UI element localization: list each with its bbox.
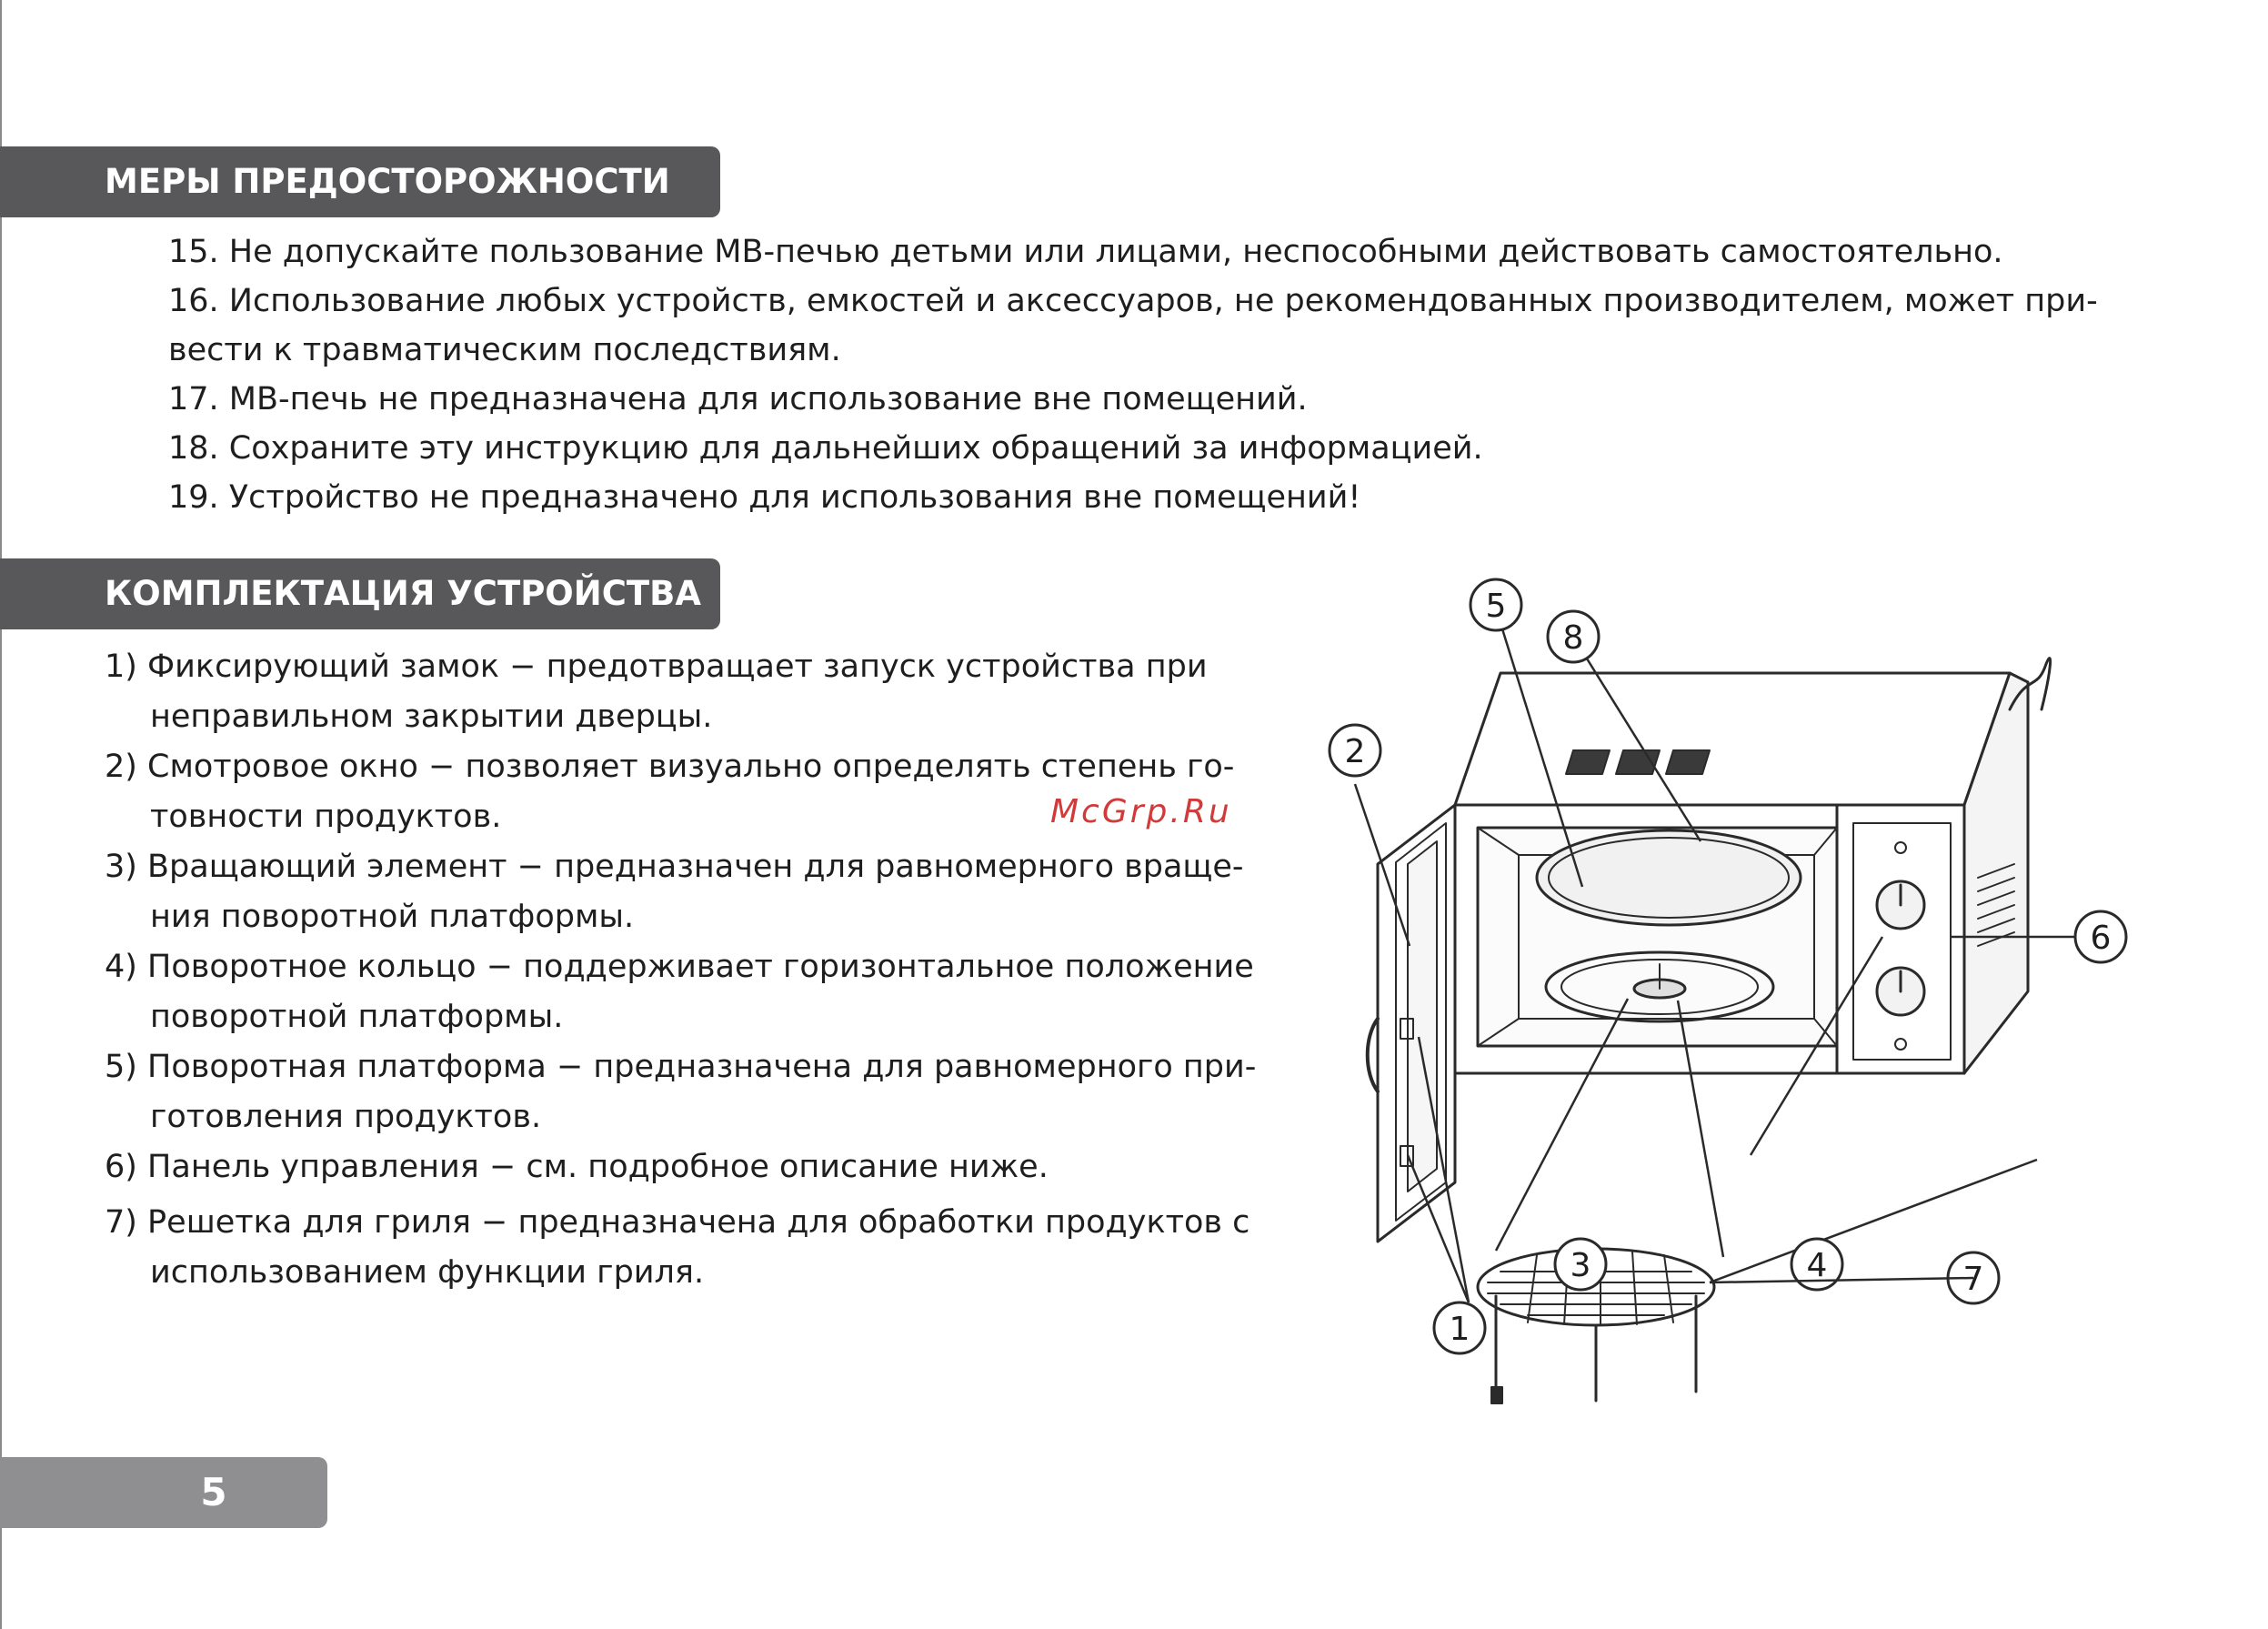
kit-list: 1) Фиксирующий замок − предотвращает зап… xyxy=(105,642,1314,1298)
kit-entry-text: 3) Вращающий элемент − предназначен для … xyxy=(105,849,1244,885)
kit-entry-6: 6) Панель управления − см. подробное опи… xyxy=(105,1142,1314,1192)
kit-entry-text: 5) Поворотная платформа − предназначена … xyxy=(105,1049,1257,1085)
kit-entry-text-cont: готовления продуктов. xyxy=(150,1099,542,1135)
kit-entry-text-cont: поворотной платформы. xyxy=(150,999,564,1035)
kit-entry-7: 7) Решетка для гриля − предназначена для… xyxy=(105,1198,1314,1298)
viewing-window xyxy=(1407,840,1438,1192)
callout-1-circle xyxy=(1432,1301,1487,1355)
callout-3-circle xyxy=(1553,1237,1608,1292)
cabinet-top xyxy=(1453,671,2012,807)
kit-entry-2: 2) Смотровое окно − позволяет визуально … xyxy=(105,742,1314,842)
page-edge-rule xyxy=(0,0,2,1629)
page-number-tab: 5 xyxy=(0,1457,327,1528)
vent-slots xyxy=(1565,749,1711,775)
kit-entry-text-cont: использованием функции гриля. xyxy=(150,1254,705,1291)
callout-4-circle xyxy=(1790,1237,1844,1292)
turntable-platform xyxy=(1535,829,1802,927)
callout-8-label: 8 xyxy=(1563,619,1584,657)
section-title: МЕРЫ ПРЕДОСТОРОЖНОСТИ xyxy=(105,162,670,201)
watermark: McGrp.Ru xyxy=(1050,793,1232,830)
callout-5-circle xyxy=(1469,578,1523,632)
kit-entry-text: 4) Поворотное кольцо − поддерживает гори… xyxy=(105,949,1254,985)
callout-2-label: 2 xyxy=(1345,733,1366,770)
kit-entry-text: 1) Фиксирующий замок − предотвращает зап… xyxy=(105,649,1208,685)
section-header-precautions: МЕРЫ ПРЕДОСТОРОЖНОСТИ xyxy=(0,146,720,217)
callout-8-circle xyxy=(1546,609,1601,664)
door-latch-top xyxy=(1400,1018,1414,1040)
microwave-diagram: 5 8 2 6 3 4 1 7 xyxy=(1328,578,2128,1404)
kit-entry-5: 5) Поворотная платформа − предназначена … xyxy=(105,1042,1314,1142)
kit-entry-text-cont: товности продуктов. xyxy=(150,799,502,835)
control-panel xyxy=(1835,803,1966,1075)
precaution-item: 15. Не допускайте пользование МВ-печью д… xyxy=(168,234,2003,270)
kit-entry-4: 4) Поворотное кольцо − поддерживает гори… xyxy=(105,942,1314,1042)
door-latch-bottom xyxy=(1400,1145,1414,1167)
precaution-item: 16. Использование любых устройств, емкос… xyxy=(168,283,2098,319)
cabinet-side xyxy=(1962,671,2030,1075)
callout-2-circle xyxy=(1328,723,1382,778)
callout-1-label: 1 xyxy=(1450,1311,1470,1348)
callout-7-label: 7 xyxy=(1963,1261,1984,1298)
callout-3-label: 3 xyxy=(1571,1247,1591,1284)
page-number: 5 xyxy=(200,1470,227,1514)
callout-4-label: 4 xyxy=(1807,1247,1828,1284)
precautions-list: 15. Не допускайте пользование МВ-печью д… xyxy=(168,227,2151,522)
callout-6-label: 6 xyxy=(2091,920,2112,957)
kit-entry-text-cont: ния поворотной платформы. xyxy=(150,899,635,935)
turntable-ring xyxy=(1544,950,1775,1023)
kit-entry-1: 1) Фиксирующий замок − предотвращает зап… xyxy=(105,642,1314,742)
section-title: КОМПЛЕКТАЦИЯ УСТРОЙСТВА xyxy=(105,574,701,613)
kit-entry-text: 6) Панель управления − см. подробное опи… xyxy=(105,1149,1049,1185)
callout-5-label: 5 xyxy=(1486,588,1507,625)
side-vent xyxy=(1977,863,2015,947)
kit-entry-text: 2) Смотровое окно − позволяет визуально … xyxy=(105,749,1235,785)
section-header-kit: КОМПЛЕКТАЦИЯ УСТРОЙСТВА xyxy=(0,558,720,629)
precaution-item: 18. Сохраните эту инструкцию для дальней… xyxy=(168,430,1483,467)
precaution-item-continuation: вести к травматическим последствиям. xyxy=(168,332,841,368)
kit-entry-text-cont: неправильном закрытии дверцы. xyxy=(150,699,713,735)
kit-entry-3: 3) Вращающий элемент − предназначен для … xyxy=(105,842,1314,942)
kit-entry-text: 7) Решетка для гриля − предназначена для… xyxy=(105,1204,1250,1241)
power-cord xyxy=(2008,657,2052,711)
precaution-item: 17. МВ-печь не предназначена для использ… xyxy=(168,381,1308,417)
precaution-item: 19. Устройство не предназначено для испо… xyxy=(168,479,1361,516)
